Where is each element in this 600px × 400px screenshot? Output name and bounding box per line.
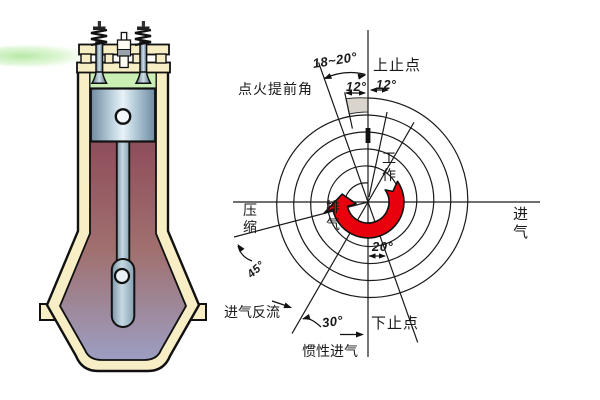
label-12deg-left: 12° <box>346 80 367 94</box>
piston <box>89 87 157 143</box>
label-30deg: 30° <box>321 312 345 331</box>
piston-pin <box>114 108 132 125</box>
valve-spring-right <box>134 21 152 47</box>
exhaust-glow <box>0 45 92 67</box>
rotation-arrow <box>323 180 405 239</box>
dimension-arrows <box>237 71 389 338</box>
label-stroke-work: 工作 <box>382 150 396 184</box>
label-12deg-right: 12° <box>376 78 397 92</box>
label-ignition-advance-angle: 点火提前角 <box>238 81 313 97</box>
label-stroke-compression: 压缩 <box>243 202 257 236</box>
crank-angle-spiral <box>276 97 469 299</box>
valve-timing-diagram <box>233 30 540 357</box>
label-bottom-dead-center: 下止点 <box>371 315 420 332</box>
label-stroke-intake: 进气 <box>513 206 530 242</box>
label-inertia-intake: 惯性进气 <box>302 343 358 359</box>
line-12deg-left <box>344 92 353 129</box>
tdc-marker <box>365 128 371 143</box>
line-12deg-right <box>368 111 388 198</box>
label-top-dead-center: 上止点 <box>373 57 422 74</box>
label-intake-backflow: 进气反流 <box>224 304 280 320</box>
engine-cross-section <box>0 21 207 373</box>
valve-spring-left <box>90 21 108 47</box>
label-20deg: 20° <box>372 239 394 254</box>
spark-plug <box>116 31 132 69</box>
connecting-rod <box>115 135 131 269</box>
label-stroke-exhaust: 排气 <box>326 199 340 233</box>
exhaust-valve <box>134 41 152 84</box>
crank-pin <box>113 267 131 285</box>
intake-valve <box>90 41 108 84</box>
